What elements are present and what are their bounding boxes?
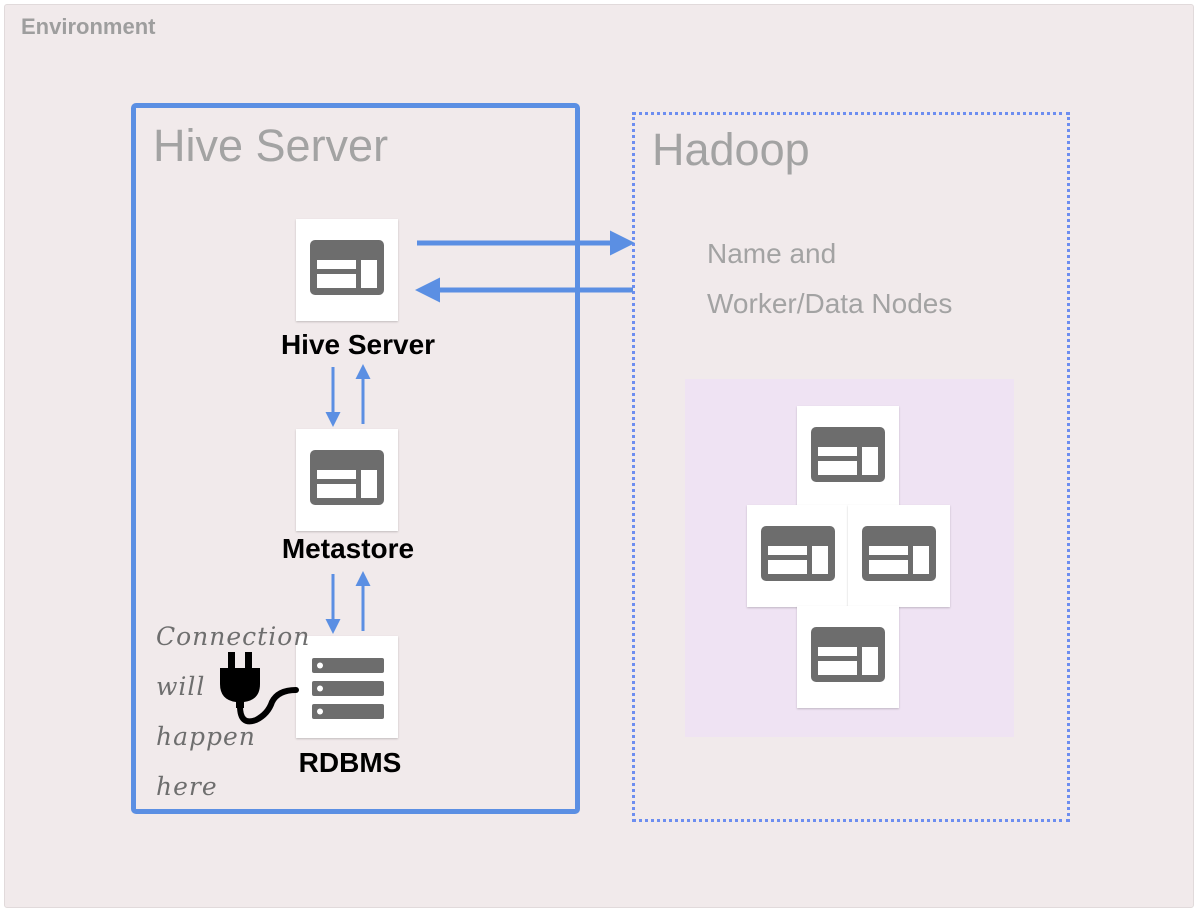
hive-server-group — [131, 103, 580, 814]
server-window-icon — [811, 627, 885, 682]
connection-note: Connection will happen here — [156, 612, 311, 812]
hadoop-nodes-label-line1: Name and — [707, 238, 837, 269]
connection-note-line: will — [156, 672, 206, 701]
hadoop-node — [848, 505, 950, 607]
database-rack-icon — [312, 658, 384, 719]
connection-note-line: happen — [156, 722, 256, 751]
rdbms-node — [296, 636, 398, 738]
hadoop-node — [797, 406, 899, 508]
hive-server-node — [296, 219, 398, 321]
connection-note-line: Connection — [156, 622, 311, 651]
metastore-label: Metastore — [281, 533, 415, 564]
server-window-icon — [310, 240, 384, 295]
server-window-icon — [862, 526, 936, 581]
metastore-node — [296, 429, 398, 531]
server-window-icon — [811, 427, 885, 482]
hadoop-group-title: Hadoop — [652, 124, 810, 175]
hadoop-nodes-label-line2: Worker/Data Nodes — [707, 288, 953, 319]
hadoop-group — [632, 112, 1070, 822]
hadoop-node — [797, 606, 899, 708]
hive-server-group-title: Hive Server — [153, 120, 389, 171]
hadoop-node — [747, 505, 849, 607]
server-window-icon — [310, 450, 384, 505]
server-window-icon — [761, 526, 835, 581]
connection-note-line: here — [156, 772, 218, 801]
rdbms-label: RDBMS — [298, 747, 402, 778]
environment-label: Environment — [21, 14, 156, 39]
hive-server-label: Hive Server — [280, 329, 436, 360]
